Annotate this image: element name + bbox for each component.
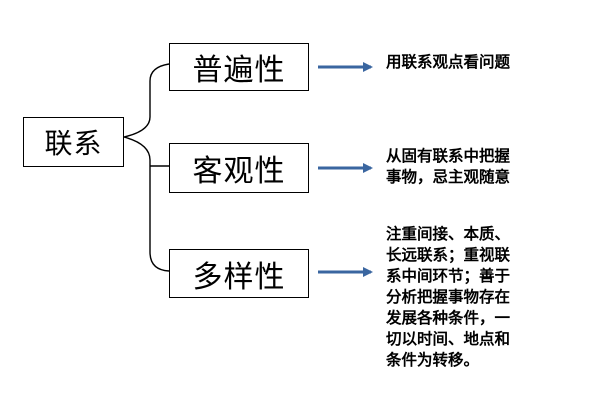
description-line: 用联系观点看问题 [386,53,511,71]
description-diversity: 注重间接、本质、 长远联系；重视联 系中间环节；善于 分析把握事物存在 发展各种… [386,224,510,371]
branch-node-diversity: 多样性 [169,249,309,298]
branch-node-universality: 普遍性 [169,43,309,91]
bracket-connector [123,136,170,272]
description-line: 事物，忌主观随意 [386,168,511,186]
branch-node-label: 客观性 [192,154,286,189]
description-line: 发展各种条件，一 [386,309,511,327]
description-line: 条件为转移。 [386,351,480,369]
description-line: 从固有联系中把握 [386,147,511,165]
root-node: 联系 [23,117,124,167]
description-line: 注重间接、本质、 [386,225,511,243]
branch-node-objectivity: 客观性 [169,143,309,193]
description-line: 系中间环节；善于 [386,267,511,285]
description-line: 分析把握事物存在 [386,288,511,306]
branch-node-label: 多样性 [192,259,286,295]
description-line: 切以时间、地点和 [386,330,511,348]
bracket-connector [123,63,170,138]
branch-node-label: 普遍性 [192,53,286,88]
description-objectivity: 从固有联系中把握 事物，忌主观随意 [386,146,510,188]
description-line: 长远联系；重视联 [386,246,511,264]
description-universality: 用联系观点看问题 [386,52,510,73]
root-node-label: 联系 [44,127,103,160]
